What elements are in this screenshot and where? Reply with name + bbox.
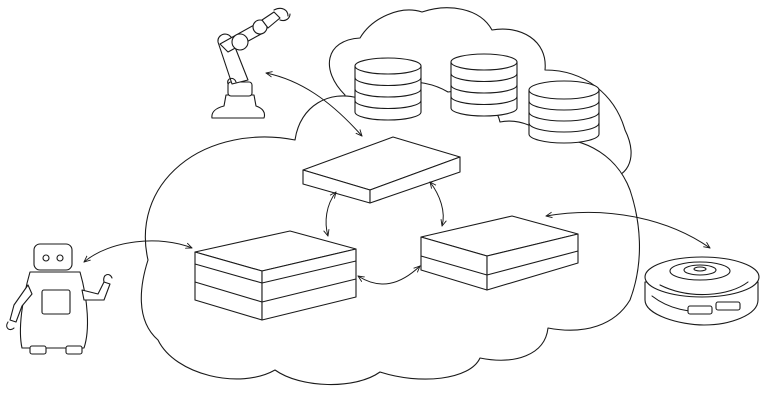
database-cylinder-2: [450, 53, 518, 117]
arrow-humanoid-to-left-server: [84, 240, 192, 262]
robot-arm-icon: [211, 7, 291, 119]
arrow-left-to-right-server: [358, 266, 420, 285]
arrow-vacuum-to-right-server: [546, 212, 710, 248]
server-block-left: [194, 230, 357, 321]
humanoid-robot-icon: [6, 243, 113, 355]
vacuum-robot-icon: [644, 256, 760, 326]
server-block-top: [302, 136, 461, 204]
database-cylinder-1: [354, 57, 422, 121]
database-cylinder-3: [528, 80, 600, 144]
arrow-top-to-left-server: [326, 192, 336, 236]
arrow-top-to-right-server: [430, 182, 443, 226]
database-stack-icon: [354, 53, 600, 144]
connectors: [84, 73, 710, 285]
arrow-arm-to-top-server: [266, 73, 362, 136]
